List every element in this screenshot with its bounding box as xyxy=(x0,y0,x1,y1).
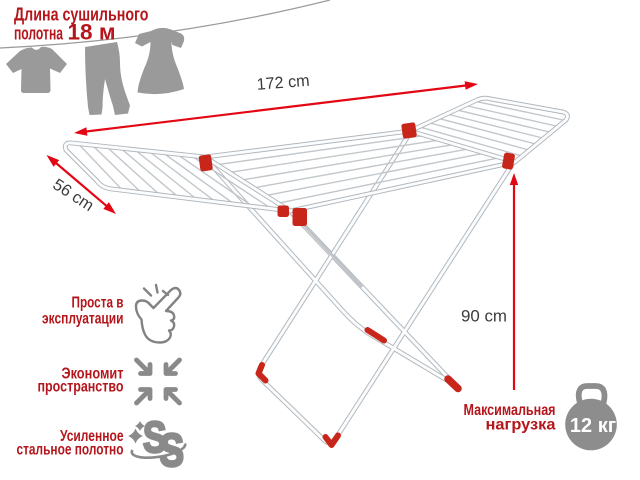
svg-text:90 cm: 90 cm xyxy=(461,308,507,326)
svg-text:Максимальная: Максимальная xyxy=(464,402,556,419)
svg-text:18 м: 18 м xyxy=(68,20,116,45)
svg-text:нагрузка: нагрузка xyxy=(486,417,556,434)
svg-text:172 cm: 172 cm xyxy=(256,72,310,94)
svg-text:полотна: полотна xyxy=(14,24,64,44)
svg-text:12 кг: 12 кг xyxy=(570,415,616,437)
svg-text:Длина сушильного: Длина сушильного xyxy=(14,4,149,24)
svg-text:пространство: пространство xyxy=(38,379,124,396)
svg-text:Усиленное: Усиленное xyxy=(60,428,124,445)
svg-text:стальное полотно: стальное полотно xyxy=(17,442,124,459)
svg-text:S: S xyxy=(143,413,166,462)
svg-text:Экономит: Экономит xyxy=(62,366,124,383)
svg-text:эксплуатации: эксплуатации xyxy=(42,311,124,328)
svg-text:Проста в: Проста в xyxy=(72,295,124,312)
